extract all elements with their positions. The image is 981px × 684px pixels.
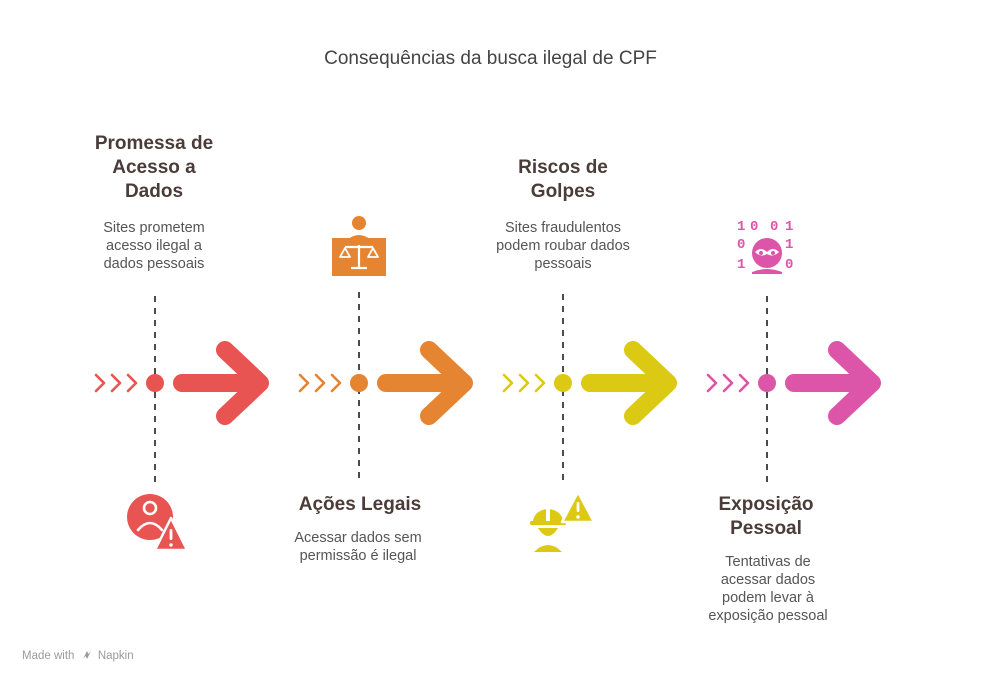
footer-made-with-text: Made with [22,650,75,662]
svg-text:1: 1 [785,219,793,235]
stage-4-description: Tentativas de acessar dados podem levar … [708,554,828,624]
stage-1-heading: Promessa de Acesso a Dados [94,133,214,202]
svg-text:1: 1 [737,219,745,235]
stage-1-chevrons [94,373,138,393]
stage-3-arrow [581,341,677,425]
stage-2-heading: Ações Legais [298,494,422,515]
svg-text:0: 0 [785,257,793,273]
stage-2-description: Acessar dados sem permissão é ilegal [294,530,422,564]
worker-warning-icon [530,490,596,552]
stage-1-dot [146,374,164,392]
stage-1-arrow [173,341,269,425]
stage-2-chevrons [298,373,342,393]
stage-4-arrow [785,341,881,425]
stage-4-chevrons [706,373,750,393]
napkin-logo-icon [82,651,91,659]
stage-2-dot [350,374,368,392]
footer-brand-text: Napkin [97,650,134,662]
svg-text:0: 0 [750,219,758,235]
stage-3-heading: Riscos de Golpes [518,157,608,202]
svg-text:1: 1 [785,237,793,253]
stage-2-arrow [377,341,473,425]
svg-text:0: 0 [737,237,745,253]
stage-1-description: Sites prometem acesso ilegal a dados pes… [103,220,205,272]
stage-4-dot [758,374,776,392]
stage-3-chevrons [502,373,546,393]
stage-3-description: Sites fraudulentos podem roubar dados pe… [496,220,630,272]
user-warning-icon [127,494,189,552]
svg-text:0: 0 [770,219,778,235]
judge-scales-icon [332,216,386,276]
stage-4-heading: Exposição Pessoal [718,494,814,539]
svg-text:1: 1 [737,257,745,273]
diagram-title: Consequências da busca ilegal de CPF [324,48,657,69]
stage-3-dot [554,374,572,392]
made-with-napkin-footer[interactable]: Made with Napkin [22,649,134,662]
